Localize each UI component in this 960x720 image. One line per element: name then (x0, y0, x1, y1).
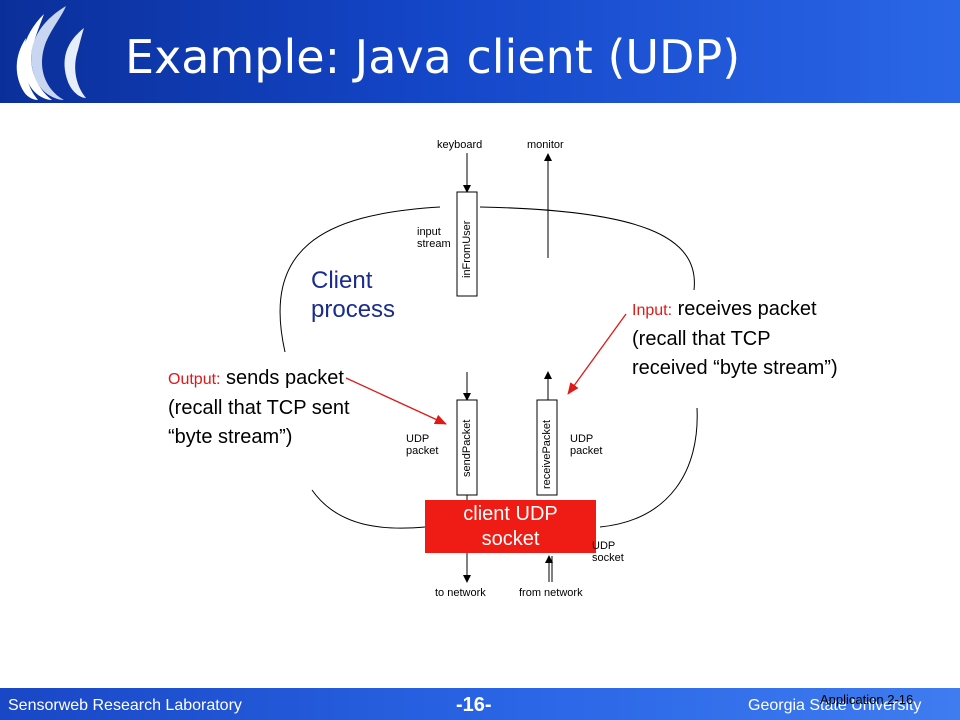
udp-packet-left-label: UDP packet (406, 433, 439, 457)
sendpacket-label: sendPacket (461, 419, 473, 477)
footer-bar (0, 688, 960, 720)
header-bar (0, 0, 960, 103)
from-network-label: from network (519, 587, 583, 599)
process-boundary-top (279, 206, 441, 353)
process-boundary-bottom (311, 489, 426, 529)
output-annotation-lead: Output: (168, 371, 221, 388)
output-annotation-text: sends packet (recall that TCP sent “byte… (168, 367, 350, 448)
keyboard-label: keyboard (437, 139, 483, 151)
infromuser-label: inFromUser (461, 220, 473, 278)
udp-packet-right-label: UDP packet (570, 433, 603, 457)
footer-university: Georgia State University (748, 697, 922, 714)
slide-number-label: Application 2-16 (820, 692, 914, 707)
client-process-label: Client process (311, 267, 396, 323)
input-stream-label: input stream (417, 226, 451, 250)
university-flame-logo-icon (16, 6, 86, 100)
process-boundary-right (599, 407, 698, 528)
footer-lab-name: Sensorweb Research Laboratory (8, 697, 242, 714)
input-annotation: Input: receives packet (recall that TCP … (632, 295, 847, 383)
infromuser-box (456, 191, 478, 297)
output-annotation: Output: sends packet (recall that TCP se… (168, 364, 378, 452)
udp-socket-label: UDP socket (592, 540, 624, 564)
client-udp-socket: client UDP socket (425, 500, 596, 553)
input-pointer-arrow (567, 313, 627, 395)
output-pointer-arrow (345, 377, 447, 425)
slide-title: Example: Java client (UDP) (125, 30, 741, 84)
receivepacket-box (536, 399, 558, 496)
to-network-label: to network (435, 587, 486, 599)
input-annotation-text: receives packet (recall that TCP receive… (632, 298, 838, 379)
monitor-label: monitor (527, 139, 564, 151)
receivepacket-label: receivePacket (541, 419, 553, 489)
input-annotation-lead: Input: (632, 302, 673, 319)
process-boundary-top-right (479, 206, 695, 291)
footer-page-number: -16- (456, 694, 492, 716)
